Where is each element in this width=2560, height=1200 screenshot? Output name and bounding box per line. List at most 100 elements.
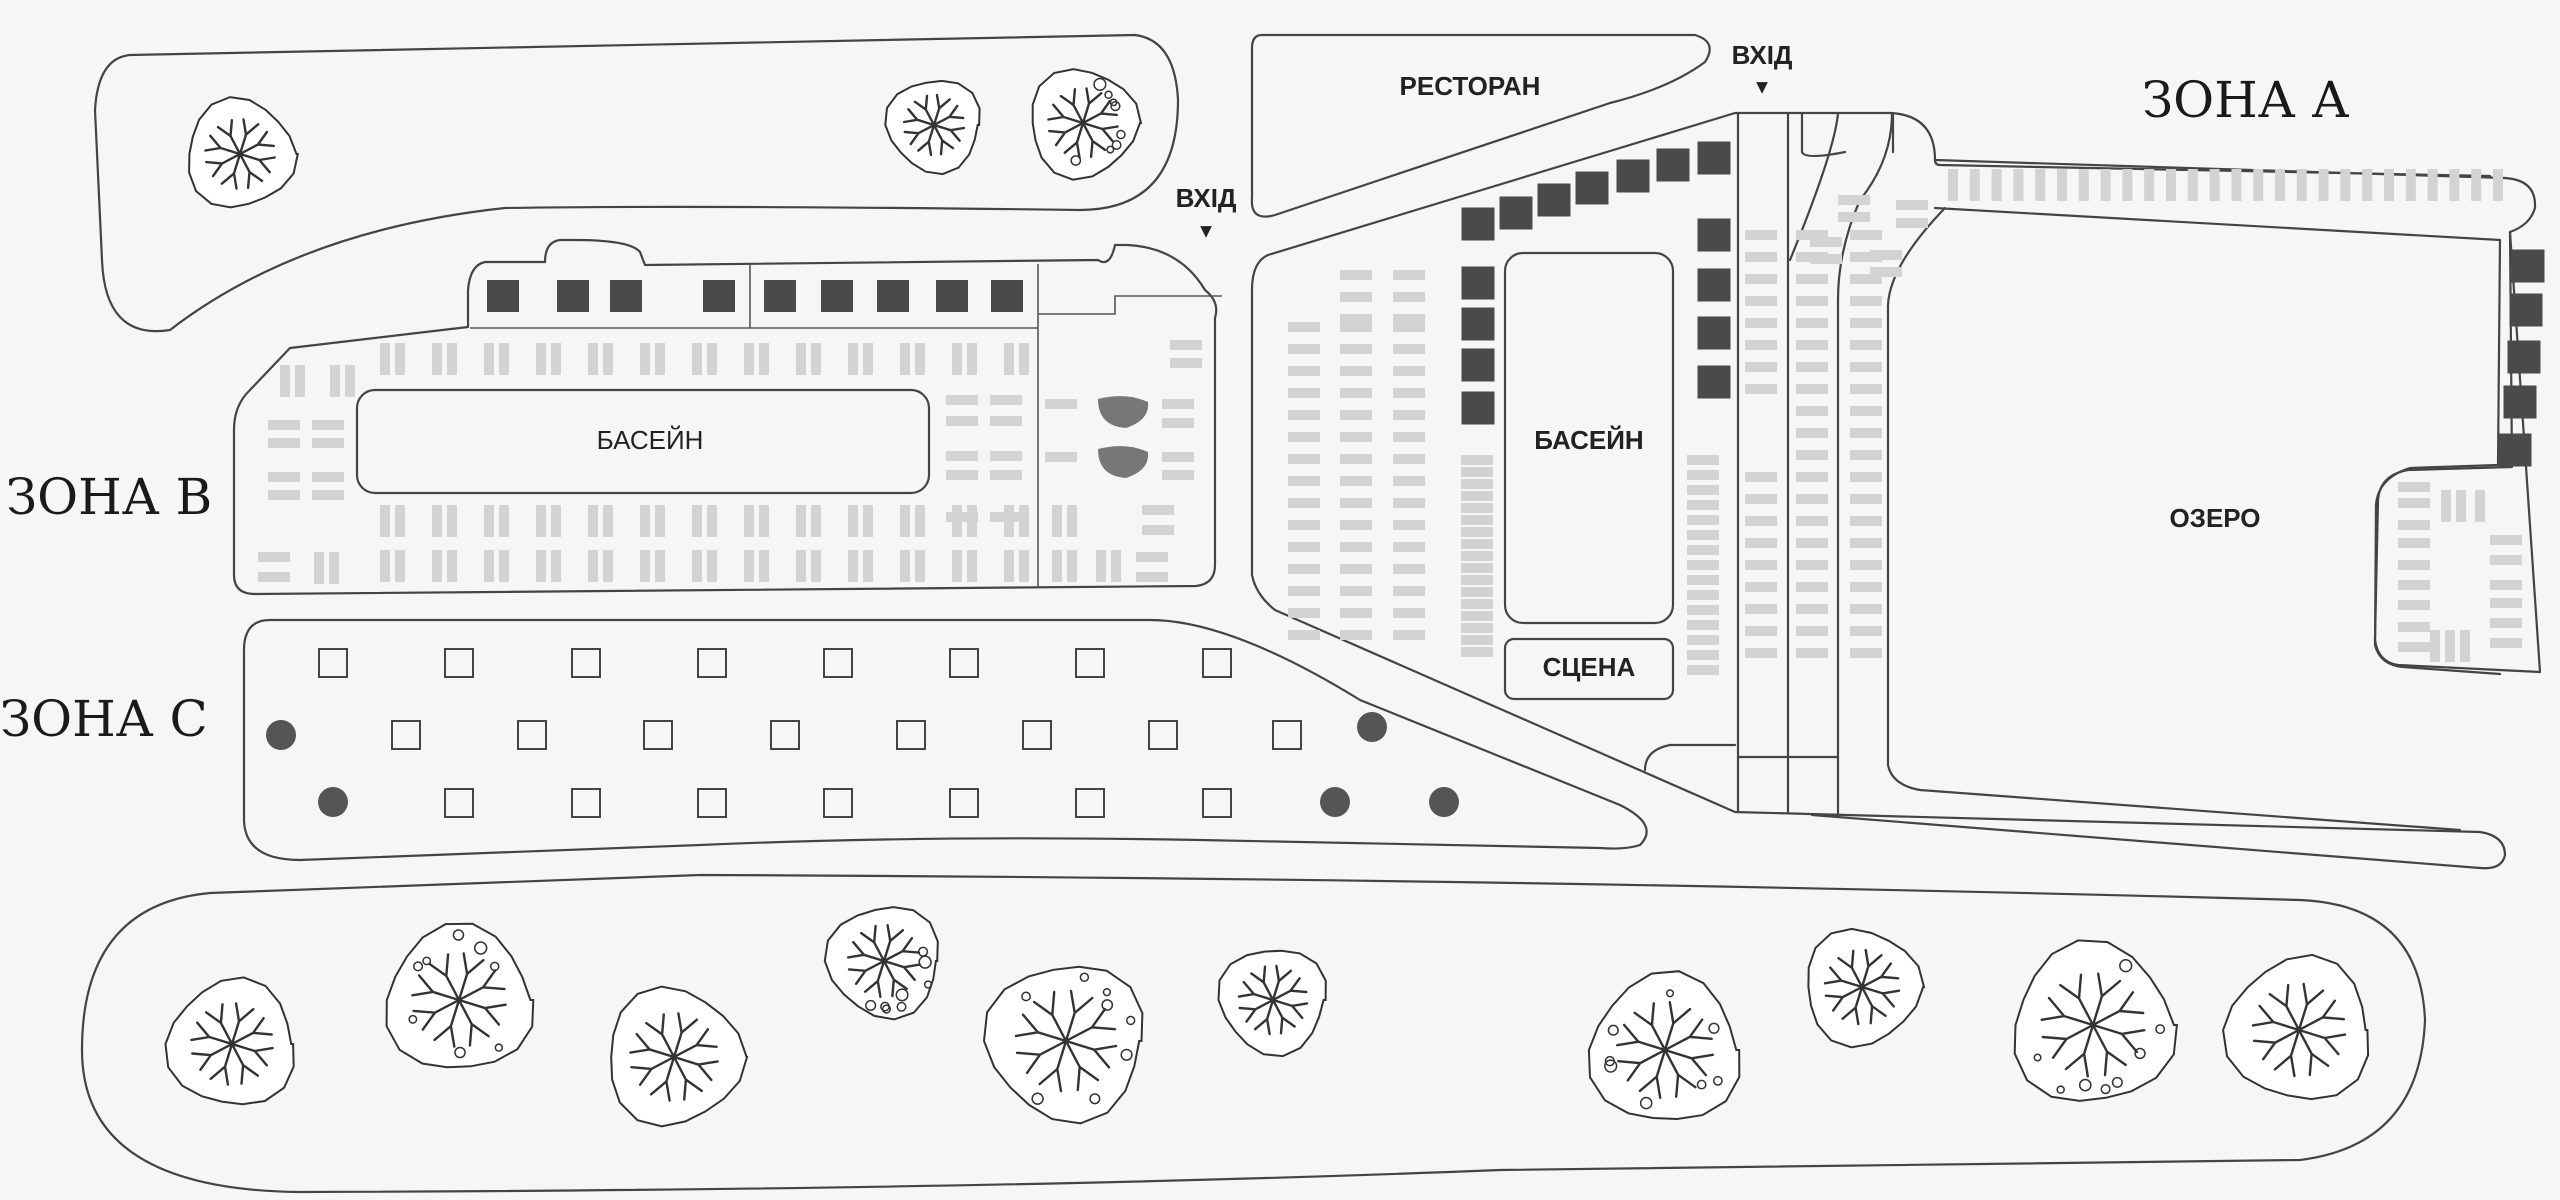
lounger-icon: [1461, 467, 1493, 477]
restaurant-label: РЕСТОРАН: [1400, 71, 1541, 101]
lounger-icon: [1393, 608, 1425, 618]
lounger-icon: [2398, 642, 2430, 652]
cabana-icon: [1698, 142, 1731, 175]
lounger-icon: [1288, 410, 1320, 420]
lounger-icon: [1850, 296, 1882, 306]
lounger-icon: [1340, 314, 1372, 324]
lounger-icon: [2057, 169, 2067, 201]
lounger-icon: [1796, 626, 1828, 636]
lounger-icon: [1136, 572, 1168, 582]
lounger-icon: [1796, 472, 1828, 482]
cabana-icon: [1462, 392, 1495, 425]
lounger-icon: [2013, 169, 2023, 201]
lounger-icon: [1461, 527, 1493, 537]
lounger-icon: [1745, 274, 1777, 284]
lounger-icon: [1393, 314, 1425, 324]
lounger-icon: [312, 472, 344, 482]
lounger-icon: [330, 365, 340, 397]
lounger-icon: [1810, 237, 1842, 247]
cabana-icon: [610, 280, 642, 312]
lounger-icon: [312, 438, 344, 448]
lounger-icon: [1745, 626, 1777, 636]
lounger-icon: [1393, 410, 1425, 420]
lounger-icon: [1162, 418, 1194, 428]
lounger-icon: [848, 343, 858, 375]
cabana-icon: [1657, 149, 1690, 182]
lounger-icon: [990, 451, 1022, 461]
lounger-icon: [2275, 169, 2285, 201]
cabana-icon: [2499, 434, 2532, 467]
lounger-icon: [915, 505, 925, 537]
lounger-icon: [1745, 252, 1777, 262]
lounger-icon: [1288, 630, 1320, 640]
lounger-icon: [380, 505, 390, 537]
lounger-icon: [1461, 491, 1493, 501]
lounger-icon: [395, 505, 405, 537]
pool-a-label: БАСЕЙН: [1534, 425, 1643, 455]
lounger-icon: [1992, 169, 2002, 201]
cabana-icon: [2504, 386, 2537, 419]
lounger-icon: [1850, 604, 1882, 614]
lounger-icon: [863, 505, 873, 537]
lounger-icon: [268, 472, 300, 482]
cabana-icon: [1698, 219, 1731, 252]
lounger-icon: [2231, 169, 2241, 201]
lounger-icon: [1850, 538, 1882, 548]
lounger-icon: [1745, 230, 1777, 240]
round-table-icon: [1357, 712, 1387, 742]
lounger-icon: [1288, 344, 1320, 354]
lounger-icon: [2441, 490, 2451, 522]
lounger-icon: [1340, 630, 1372, 640]
lounger-icon: [395, 550, 405, 582]
lounger-icon: [1461, 587, 1493, 597]
cabana-icon: [487, 280, 519, 312]
lounger-icon: [1796, 560, 1828, 570]
lounger-icon: [946, 395, 978, 405]
lounger-icon: [2035, 169, 2045, 201]
lounger-icon: [1850, 626, 1882, 636]
lounger-icon: [1170, 340, 1202, 350]
lounger-icon: [551, 505, 561, 537]
lounger-icon: [1067, 505, 1077, 537]
cabana-icon: [1698, 366, 1731, 399]
cabana-icon: [821, 280, 853, 312]
lounger-icon: [329, 552, 339, 584]
lounger-icon: [2340, 169, 2350, 201]
lounger-icon: [1019, 550, 1029, 582]
lounger-icon: [759, 343, 769, 375]
lounger-icon: [1461, 599, 1493, 609]
lounger-icon: [1796, 648, 1828, 658]
lounger-icon: [1796, 340, 1828, 350]
lounger-icon: [1796, 296, 1828, 306]
lounger-icon: [1461, 539, 1493, 549]
lounger-icon: [1340, 520, 1372, 530]
lounger-icon: [1461, 647, 1493, 657]
lounger-icon: [900, 343, 910, 375]
lounger-icon: [1745, 604, 1777, 614]
lounger-icon: [484, 343, 494, 375]
lounger-icon: [1896, 200, 1928, 210]
lounger-icon: [990, 470, 1022, 480]
lounger-icon: [1045, 452, 1077, 462]
lounger-icon: [2490, 535, 2522, 545]
entrance-left-label[interactable]: ВХІД: [1176, 183, 1237, 213]
cabana-icon: [1617, 160, 1650, 193]
lounger-icon: [1796, 604, 1828, 614]
lounger-icon: [1687, 470, 1719, 480]
lounger-icon: [1687, 605, 1719, 615]
lounger-icon: [2398, 580, 2430, 590]
lounger-icon: [900, 550, 910, 582]
lounger-icon: [1340, 498, 1372, 508]
lounger-icon: [1796, 362, 1828, 372]
lounger-icon: [1288, 388, 1320, 398]
lounger-icon: [990, 395, 1022, 405]
lounger-icon: [1096, 550, 1106, 582]
lounger-icon: [2456, 490, 2466, 522]
lounger-icon: [499, 550, 509, 582]
lounger-icon: [2490, 555, 2522, 565]
entrance-right-label[interactable]: ВХІД: [1732, 40, 1793, 70]
lounger-icon: [1340, 410, 1372, 420]
lounger-icon: [848, 550, 858, 582]
lounger-icon: [811, 505, 821, 537]
lounger-icon: [848, 505, 858, 537]
